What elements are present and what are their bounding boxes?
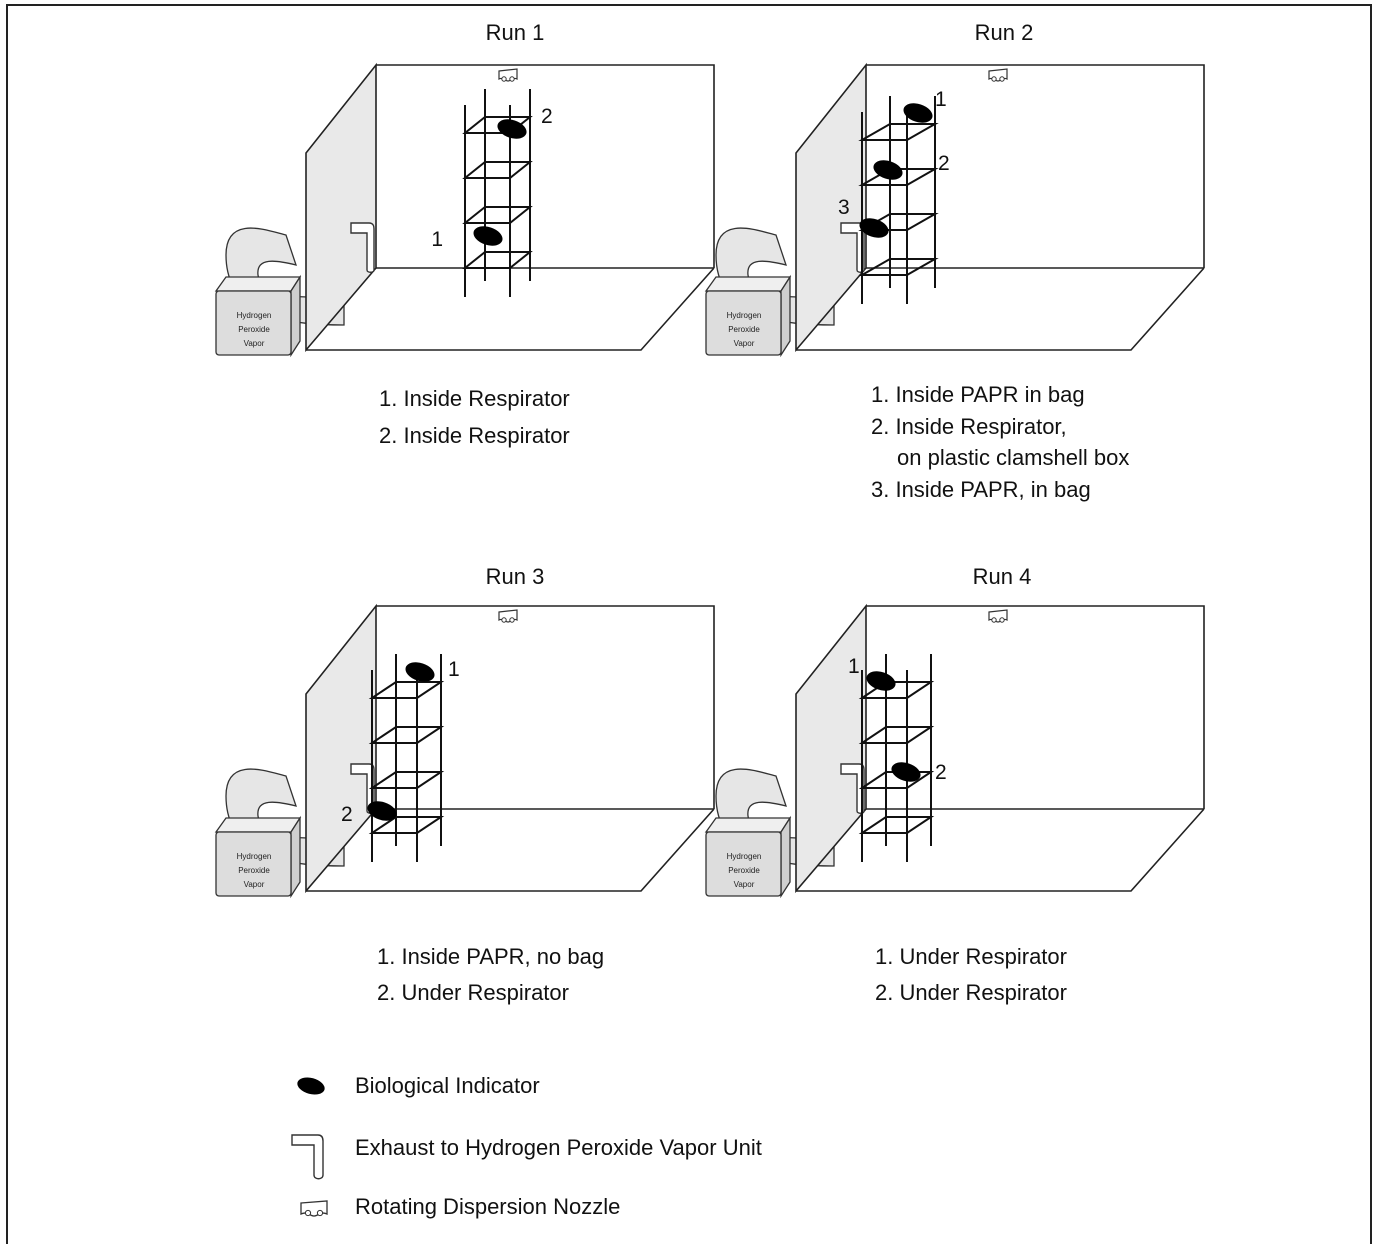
indicator-number: 1 bbox=[935, 88, 947, 111]
vapor-unit-label: Peroxide bbox=[238, 866, 270, 875]
vapor-unit-label: Peroxide bbox=[728, 325, 760, 334]
indicator-number: 3 bbox=[838, 196, 850, 219]
chamber-room bbox=[705, 64, 1205, 356]
indicator-number: 1 bbox=[848, 655, 860, 678]
run-caption: 1. Inside PAPR, no bag bbox=[377, 944, 604, 969]
run-caption: on plastic clamshell box bbox=[897, 445, 1129, 470]
legend-label: Exhaust to Hydrogen Peroxide Vapor Unit bbox=[355, 1135, 762, 1160]
legend-label: Rotating Dispersion Nozzle bbox=[355, 1194, 620, 1219]
shelf-rack bbox=[368, 654, 445, 862]
biological-indicator bbox=[891, 762, 921, 782]
vapor-unit-label: Hydrogen bbox=[727, 311, 762, 320]
run-caption: 2. Inside Respirator bbox=[379, 423, 570, 448]
run-caption: 2. Under Respirator bbox=[875, 980, 1067, 1005]
vapor-unit-label: Hydrogen bbox=[237, 311, 272, 320]
legend-label: Biological Indicator bbox=[355, 1073, 540, 1098]
biological-indicator bbox=[405, 662, 435, 682]
vapor-unit-label: Hydrogen bbox=[237, 852, 272, 861]
vapor-unit-label: Peroxide bbox=[728, 866, 760, 875]
run-caption: 3. Inside PAPR, in bag bbox=[871, 477, 1091, 502]
chamber-room bbox=[215, 605, 715, 897]
run-title: Run 3 bbox=[486, 564, 545, 589]
exhaust-icon bbox=[291, 1134, 324, 1180]
biological-indicator bbox=[903, 103, 933, 123]
indicator-number: 2 bbox=[938, 152, 950, 175]
figure-frame bbox=[6, 4, 1372, 1244]
biological-indicator bbox=[866, 671, 896, 691]
vapor-unit-label: Vapor bbox=[734, 339, 755, 348]
shelf-rack bbox=[462, 89, 533, 297]
shelf-rack bbox=[858, 654, 935, 862]
indicator-number: 2 bbox=[541, 105, 553, 128]
indicator-number: 2 bbox=[935, 761, 947, 784]
run-caption: 1. Under Respirator bbox=[875, 944, 1067, 969]
vapor-unit-label: Vapor bbox=[244, 880, 265, 889]
chamber-room bbox=[705, 605, 1205, 897]
indicator-number: 2 bbox=[341, 803, 353, 826]
indicator-number: 1 bbox=[431, 228, 443, 251]
run-title: Run 4 bbox=[973, 564, 1032, 589]
run-caption: 1. Inside Respirator bbox=[379, 386, 570, 411]
biological-indicator-icon bbox=[297, 1077, 325, 1095]
run-title: Run 1 bbox=[486, 20, 545, 45]
vapor-unit-label: Vapor bbox=[244, 339, 265, 348]
run-caption: 1. Inside PAPR in bag bbox=[871, 382, 1085, 407]
vapor-unit-label: Vapor bbox=[734, 880, 755, 889]
biological-indicator bbox=[473, 226, 503, 246]
biological-indicator bbox=[367, 801, 397, 821]
run-title: Run 2 bbox=[975, 20, 1034, 45]
biological-indicator bbox=[497, 119, 527, 139]
biological-indicator bbox=[873, 160, 903, 180]
vapor-unit-label: Peroxide bbox=[238, 325, 270, 334]
nozzle-icon bbox=[300, 1200, 328, 1217]
indicator-number: 1 bbox=[448, 658, 460, 681]
shelf-rack bbox=[858, 96, 939, 304]
biological-indicator bbox=[859, 218, 889, 238]
run-caption: 2. Under Respirator bbox=[377, 980, 569, 1005]
vapor-unit-label: Hydrogen bbox=[727, 852, 762, 861]
run-caption: 2. Inside Respirator, bbox=[871, 414, 1067, 439]
